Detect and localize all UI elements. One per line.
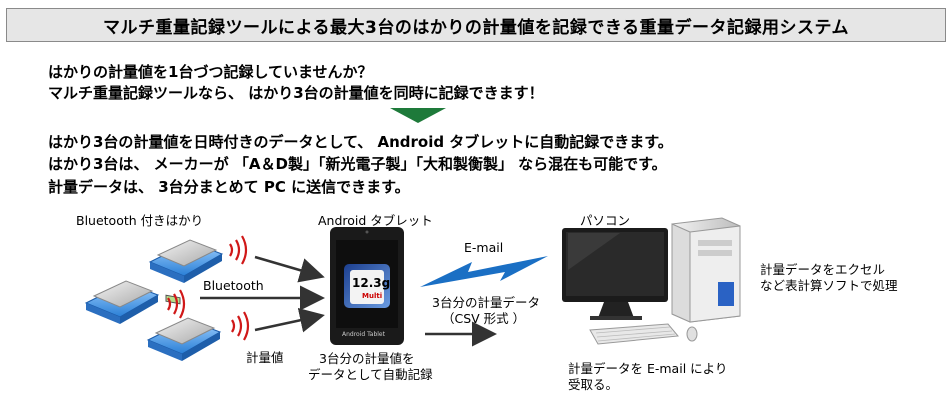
tablet-screen-badge: Multi bbox=[362, 292, 383, 300]
pc-monitor-icon bbox=[562, 228, 668, 320]
pc-caption-line-2: 受取る。 bbox=[568, 377, 619, 392]
tablet-caption-line-2: データとして自動記録 bbox=[308, 367, 433, 382]
send-label-line-1: 3台分の計量データ bbox=[432, 295, 540, 310]
email-lightning-icon bbox=[420, 256, 548, 287]
excel-note-line-1: 計量データをエクセル bbox=[760, 262, 886, 277]
pc-caption-line-1: 計量データを E-mail により bbox=[568, 361, 728, 376]
scale-icon-3 bbox=[146, 317, 222, 361]
pc-tower-icon bbox=[671, 217, 741, 323]
intro-line-1: はかりの計量値を1台づつ記録していませんか？ bbox=[48, 63, 373, 81]
page-title-text: マルチ重量記録ツールによる最大3台のはかりの計量値を記録できる重量データ記録用シ… bbox=[103, 17, 849, 38]
bluetooth-label: Bluetooth bbox=[203, 278, 264, 293]
intro-line-2: マルチ重量記録ツールなら、 はかり3台の計量値を同時に記録できます！ bbox=[48, 84, 544, 102]
scale-icon-2 bbox=[84, 280, 160, 324]
feature-line-2: はかり3台は、 メーカーが 「A＆D製」「新光電子製」「大和製衡製」 なら混在も… bbox=[48, 155, 667, 173]
tablet-caption-line-1: 3台分の計量値を bbox=[319, 351, 415, 366]
email-label: E-mail bbox=[464, 240, 504, 255]
excel-note-line-2: など表計算ソフトで処理 bbox=[760, 278, 898, 293]
feature-line-3: 計量データは、 3台分まとめて PC に送信できます。 bbox=[48, 178, 410, 196]
tablet-label: Android タブレット bbox=[318, 213, 433, 228]
page-title: マルチ重量記録ツールによる最大3台のはかりの計量値を記録できる重量データ記録用シ… bbox=[6, 8, 946, 42]
feature-line-1: はかり3台の計量値を日時付きのデータとして、 Android タブレットに自動記… bbox=[48, 133, 673, 151]
arrow-scale3-to-tablet bbox=[254, 307, 325, 333]
arrow-scale1-to-tablet bbox=[254, 255, 325, 283]
tablet-screen-value: 12.3g bbox=[352, 276, 391, 290]
keyboard-icon bbox=[589, 323, 679, 345]
weight-value-label: 計量値 bbox=[246, 350, 284, 365]
signal-waves-icon bbox=[167, 235, 250, 341]
down-arrow-icon bbox=[390, 108, 446, 123]
scales-label: Bluetooth 付きはかり bbox=[76, 213, 204, 228]
mouse-icon bbox=[686, 326, 698, 342]
android-tablet-icon bbox=[330, 227, 404, 345]
send-label-line-2: （CSV 形式 ） bbox=[442, 311, 526, 326]
tablet-footer-text: Android Tablet bbox=[342, 331, 385, 338]
pc-label: パソコン bbox=[580, 213, 631, 228]
scale-icon-1 bbox=[148, 239, 224, 305]
